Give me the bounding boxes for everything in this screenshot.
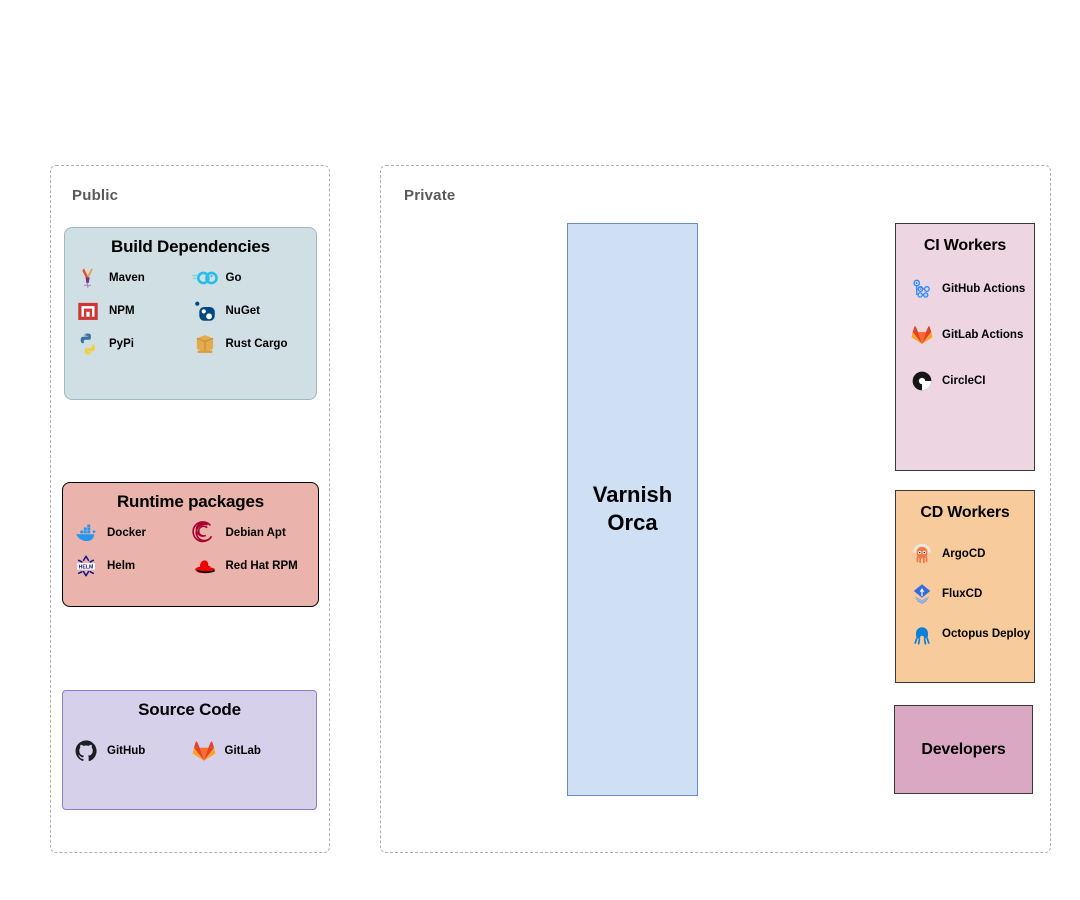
svg-text:HELM: HELM <box>79 564 94 570</box>
list-item-gitlab-actions-label: GitLab Actions <box>942 329 1024 341</box>
list-item-gitlab-label: GitLab <box>224 745 261 757</box>
list-item-redhat[interactable]: Red Hat RPM <box>192 553 309 579</box>
list-item-debian-label: Debian Apt <box>225 527 286 539</box>
cd-workers-items: ArgoCD FluxCD <box>896 542 1034 646</box>
runtime-packages-items: Docker Debian Apt <box>63 520 318 579</box>
list-item-fluxcd[interactable]: FluxCD <box>910 582 1034 606</box>
github-icon <box>73 738 99 764</box>
npm-icon <box>75 298 101 324</box>
list-item-argocd[interactable]: ArgoCD <box>910 542 1034 566</box>
group-runtime-packages[interactable]: Runtime packages Docker <box>62 482 319 607</box>
list-item-argocd-label: ArgoCD <box>942 548 986 560</box>
github-actions-icon <box>910 277 934 301</box>
list-item-go-label: Go <box>225 272 242 284</box>
gitlab-icon <box>910 323 934 347</box>
group-cd-workers[interactable]: CD Workers ArgoCD <box>895 490 1035 683</box>
zone-private-label: Private <box>404 187 456 204</box>
fluxcd-icon <box>910 582 934 606</box>
list-item-github-actions[interactable]: GitHub Actions <box>910 277 1034 301</box>
group-source-code-title: Source Code <box>138 700 241 719</box>
group-developers[interactable]: Developers <box>894 705 1033 794</box>
list-item-npm-label: NPM <box>109 305 135 317</box>
zone-public-label: Public <box>72 187 119 204</box>
group-source-code[interactable]: Source Code GitHub <box>62 690 317 810</box>
pypi-icon <box>75 331 101 357</box>
list-item-redhat-label: Red Hat RPM <box>225 560 298 572</box>
varnish-orca-title-line2: Orca <box>607 509 658 535</box>
zone-private <box>380 165 1051 853</box>
docker-icon <box>73 520 99 546</box>
list-item-docker-label: Docker <box>107 527 146 539</box>
list-item-github-actions-label: GitHub Actions <box>942 283 1026 295</box>
group-runtime-packages-title: Runtime packages <box>116 492 265 511</box>
source-code-items: GitHub GitLab <box>63 738 316 764</box>
maven-icon <box>75 265 101 291</box>
list-item-rust-cargo-label: Rust Cargo <box>225 338 288 350</box>
list-item-circleci[interactable]: CircleCI <box>910 369 1034 393</box>
go-icon <box>191 265 218 291</box>
list-item-pypi[interactable]: PyPi <box>75 331 190 357</box>
list-item-circleci-label: CircleCI <box>942 375 986 387</box>
list-item-gitlab[interactable]: GitLab <box>191 738 307 764</box>
helm-icon: HELM <box>73 553 99 579</box>
zone-public <box>50 165 330 853</box>
list-item-helm[interactable]: HELM Helm <box>73 553 190 579</box>
varnish-orca-title-line1: Varnish <box>592 482 673 507</box>
list-item-maven[interactable]: Maven <box>75 265 190 291</box>
varnish-orca-title: Varnish Orca <box>568 481 697 536</box>
list-item-nuget[interactable]: NuGet <box>192 298 307 324</box>
list-item-go[interactable]: Go <box>191 265 307 291</box>
group-ci-workers[interactable]: CI Workers GitHub Ac <box>895 223 1035 471</box>
list-item-github[interactable]: GitHub <box>73 738 189 764</box>
argocd-icon <box>910 542 934 566</box>
group-ci-workers-title: CI Workers <box>923 237 1007 254</box>
group-build-dependencies[interactable]: Build Dependencies Maven <box>64 227 317 400</box>
list-item-maven-label: Maven <box>109 272 145 284</box>
list-item-octopus-deploy[interactable]: Octopus Deploy <box>910 622 1034 646</box>
list-item-docker[interactable]: Docker <box>73 520 190 546</box>
list-item-debian[interactable]: Debian Apt <box>191 520 309 546</box>
list-item-pypi-label: PyPi <box>109 338 134 350</box>
rust-cargo-icon <box>192 331 218 357</box>
ci-workers-items: GitHub Actions GitLab Actions <box>896 277 1034 393</box>
list-item-npm[interactable]: NPM <box>75 298 190 324</box>
list-item-octopus-deploy-label: Octopus Deploy <box>942 628 1031 640</box>
list-item-helm-label: Helm <box>107 560 136 572</box>
list-item-fluxcd-label: FluxCD <box>942 588 983 600</box>
build-dependencies-items: Maven Go <box>65 265 316 357</box>
group-developers-title: Developers <box>921 740 1006 758</box>
list-item-rust-cargo[interactable]: Rust Cargo <box>192 331 307 357</box>
group-build-dependencies-title: Build Dependencies <box>111 237 270 256</box>
octopus-deploy-icon <box>910 622 934 646</box>
list-item-github-label: GitHub <box>107 745 146 757</box>
list-item-nuget-label: NuGet <box>225 305 261 317</box>
group-varnish-orca[interactable]: Varnish Orca <box>567 223 698 796</box>
list-item-gitlab-actions[interactable]: GitLab Actions <box>910 323 1034 347</box>
redhat-icon <box>192 553 218 579</box>
group-cd-workers-title: CD Workers <box>920 504 1010 521</box>
nuget-icon <box>192 298 218 324</box>
gitlab-icon <box>191 738 217 764</box>
debian-icon <box>191 520 218 546</box>
circleci-icon <box>910 369 934 393</box>
